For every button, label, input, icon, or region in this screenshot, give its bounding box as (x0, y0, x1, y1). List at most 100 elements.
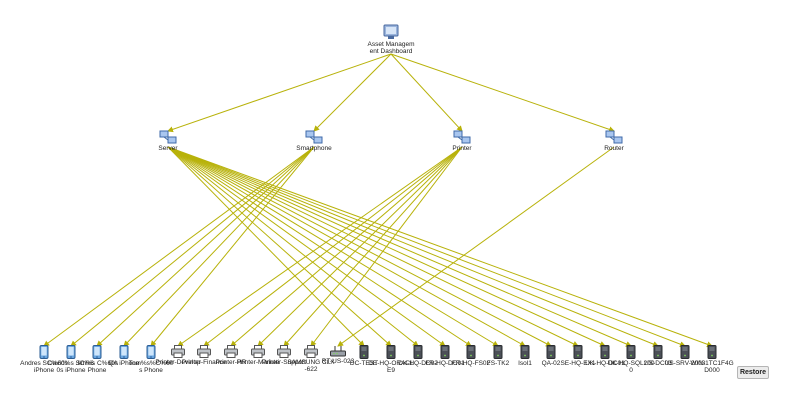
iphone-icon (146, 345, 156, 359)
server-icon (466, 345, 476, 359)
node-asset[interactable]: Isol1 (501, 345, 549, 367)
server-icon (546, 345, 556, 359)
node-label: Printer (452, 145, 472, 152)
node-label: SE-HQ-EX1 (560, 360, 596, 367)
node-asset[interactable]: Printer-Marketi (234, 345, 282, 366)
edge-server-a17 (167, 146, 472, 347)
node-asset[interactable]: US-DC03 (634, 345, 682, 367)
printer-icon (197, 345, 211, 358)
node-asset[interactable]: Printer-HR (207, 345, 255, 366)
node-root-dashboard[interactable]: Asset Management Dashboard (367, 24, 415, 55)
edge-server-a21 (167, 146, 579, 347)
printer-icon (251, 345, 265, 358)
server-icon (707, 345, 717, 359)
server-icon (413, 345, 423, 359)
edge-server-a26 (167, 146, 713, 348)
node-label: Jim%s C%60s Phone (76, 360, 118, 374)
edge-smartphone-a2 (70, 146, 315, 347)
edge-server-a22 (167, 146, 606, 347)
edge-router-a12 (337, 146, 615, 347)
node-asset[interactable]: QA iPhone (100, 345, 148, 367)
node-asset[interactable]: RT-US-023 (314, 345, 362, 365)
iphone-icon (39, 345, 49, 359)
edge-server-a20 (167, 146, 552, 347)
node-asset[interactable]: DK-HQ-DC02 (394, 345, 442, 367)
node-asset[interactable]: QA-02 (527, 345, 575, 367)
printer-icon (277, 345, 291, 358)
node-asset[interactable]: Andres SC%60s iPhone (20, 345, 68, 374)
iphone-icon (119, 345, 129, 359)
node-asset[interactable]: SAMSUNG CLX-622 (287, 345, 335, 373)
edge-server-a13 (167, 146, 365, 347)
node-asset[interactable]: Printer-Support (260, 345, 308, 366)
dashboard-icon (383, 24, 399, 39)
edge-root-router (390, 53, 615, 133)
node-label: FR-HQ-DC01 (425, 360, 465, 367)
node-asset[interactable]: Jim%s C%60s Phone (73, 345, 121, 374)
node-label: Printer-Develop (155, 359, 201, 366)
server-icon (520, 345, 530, 359)
node-label: Printer-HR (215, 359, 247, 366)
edge-server-a23 (167, 146, 632, 347)
router-icon (330, 346, 346, 357)
edge-root-smartphone (313, 53, 392, 132)
edge-server-a15 (167, 146, 419, 347)
node-label: QA-02 (541, 360, 561, 367)
node-category-router[interactable]: Router (590, 130, 638, 152)
node-asset[interactable]: Printer-Finance (180, 345, 228, 366)
node-asset[interactable]: DE-HQ-ORACLE9 (367, 345, 415, 374)
node-label: QA iPhone (108, 360, 140, 367)
node-asset[interactable]: Printer-Develop (154, 345, 202, 366)
node-asset[interactable]: UK-HQ-DC01 (581, 345, 629, 367)
node-label: Andres SC%60s iPhone (20, 360, 68, 374)
node-label: RT-US-023 (321, 358, 355, 365)
node-label: Printer-Finance (181, 359, 227, 366)
printer-icon (304, 345, 318, 358)
node-label: Router (604, 145, 624, 152)
node-label: FR-HQ-FS02 (451, 360, 491, 367)
node-asset[interactable]: FR-HQ-DC01 (421, 345, 469, 367)
node-asset[interactable]: Tom%s%C%60s Phone (127, 345, 175, 374)
node-asset[interactable]: David%s SC%60s iPhone (47, 345, 95, 374)
edge-server-a14 (167, 146, 392, 347)
edge-server-a24 (167, 146, 659, 347)
iphone-icon (66, 345, 76, 359)
node-label: US-SRV-2003 (664, 360, 706, 367)
node-asset[interactable]: SE-HQ-EX1 (554, 345, 602, 367)
edge-smartphone-a3 (96, 146, 315, 347)
server-icon (680, 345, 690, 359)
node-label: DK-HQ-DC02 (398, 360, 438, 367)
node-asset[interactable]: DC-TEST (340, 345, 388, 367)
node-category-server[interactable]: Server (144, 130, 192, 152)
server-icon (573, 345, 583, 359)
node-label: Isol1 (518, 360, 532, 367)
node-label: UK-HQ-DC01 (585, 360, 625, 367)
edge-smartphone-a5 (150, 146, 315, 347)
node-asset[interactable]: US-SRV-2003 (661, 345, 709, 367)
server-icon (386, 345, 396, 359)
node-category-smartphone[interactable]: Smartphone (290, 130, 338, 152)
node-label: Smartphone (296, 145, 332, 152)
node-asset[interactable]: FS-TK2 (474, 345, 522, 367)
node-label: David%s SC%60s iPhone (48, 360, 94, 374)
node-label: FS-TK2 (486, 360, 510, 367)
node-asset[interactable]: UK-HQ-SQL2000 (607, 345, 655, 374)
restore-button[interactable]: Restore (737, 366, 769, 379)
node-category-printer[interactable]: Printer (438, 130, 486, 152)
node-asset[interactable]: WIN-1TC1F4GD000 (688, 345, 736, 374)
edge-smartphone-a4 (123, 146, 315, 347)
node-label: UK-HQ-SQL2000 (607, 360, 655, 374)
edge-server-a16 (167, 146, 446, 347)
server-icon (626, 345, 636, 359)
node-label: WIN-1TC1F4GD000 (690, 360, 734, 374)
router-icon (605, 130, 623, 144)
server-icon (493, 345, 503, 359)
printer-icon (453, 130, 471, 144)
edge-server-a25 (167, 146, 686, 348)
printer-icon (171, 345, 185, 358)
node-asset[interactable]: FR-HQ-FS02 (447, 345, 495, 367)
node-label: Tom%s%C%60s Phone (128, 360, 174, 374)
edge-server-a19 (167, 146, 526, 347)
